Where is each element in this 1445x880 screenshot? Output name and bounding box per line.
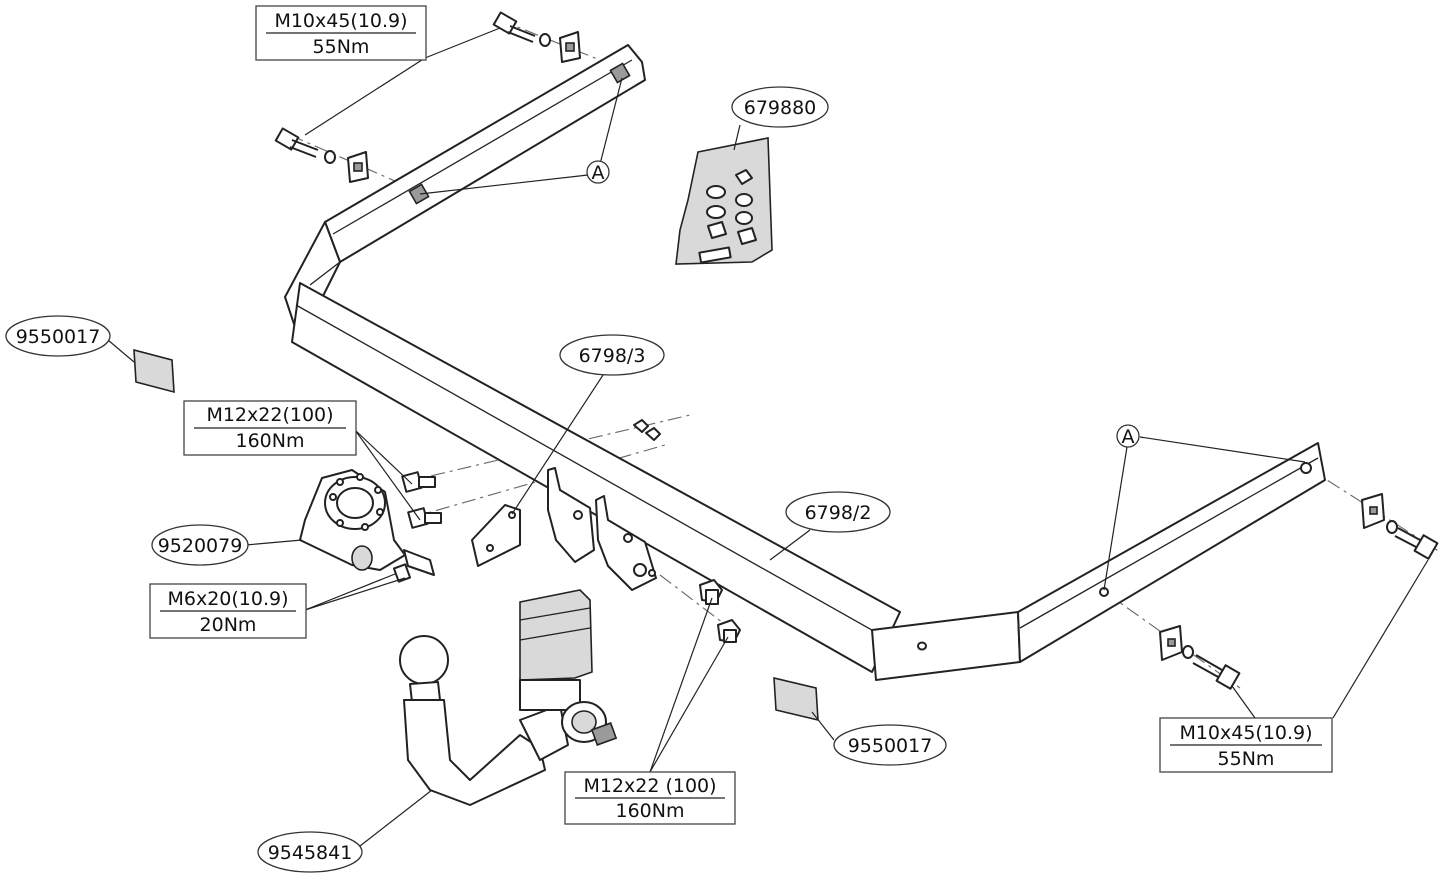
callout-9550017-left-text: 9550017 (16, 326, 101, 348)
label-bolt-top-torque: 55Nm (313, 36, 370, 58)
callout-6798-2: 6798/2 (785, 491, 891, 533)
callout-9550017-right-text: 9550017 (848, 735, 933, 757)
bolt-set-top (492, 11, 581, 63)
m12-bolts-bottom (699, 579, 741, 643)
callout-9550017-right: 9550017 (833, 724, 947, 766)
label-bolt-right: M10x45(10.9) 55Nm (1159, 717, 1333, 773)
callout-6798-3: 6798/3 (559, 334, 665, 376)
callout-679880-text: 679880 (744, 97, 817, 119)
m12-bolts-left (401, 471, 442, 529)
assembly-axes (289, 19, 1441, 689)
label-m6: M6x20(10.9) 20Nm (149, 583, 307, 639)
leader-lines (107, 27, 1429, 847)
callout-9545841: 9545841 (257, 831, 363, 873)
cap-9550017-right (773, 676, 819, 722)
marker-a-right-text: A (1122, 426, 1135, 448)
label-m6-spec: M6x20(10.9) (167, 588, 288, 610)
label-m12-left: M12x22(100) 160Nm (183, 400, 357, 456)
label-m12-bottom-spec: M12x22 (100) (583, 775, 716, 797)
callout-9545841-text: 9545841 (268, 842, 353, 864)
label-m6-torque: 20Nm (200, 614, 257, 636)
marker-a-top-text: A (592, 162, 605, 184)
bolt-set-right-upper (1361, 493, 1439, 560)
callout-9520079-text: 9520079 (158, 535, 243, 557)
bolt-set-right-lower (1159, 625, 1241, 690)
towbar-frame-6798-2 (284, 44, 1326, 681)
socket-bracket-9520079 (299, 469, 435, 583)
callout-9520079: 9520079 (151, 524, 249, 566)
callout-6798-2-text: 6798/2 (805, 502, 872, 524)
callout-9550017-left: 9550017 (5, 315, 111, 357)
callout-679880: 679880 (731, 86, 829, 128)
label-m12-bottom: M12x22 (100) 160Nm (564, 771, 736, 825)
tow-ball-9545841 (399, 589, 618, 806)
marker-a-right: A (1116, 424, 1140, 448)
label-m12-left-spec: M12x22(100) (206, 404, 333, 426)
bolt-set-left (274, 127, 369, 183)
center-brackets-6798-3 (471, 419, 661, 591)
fixing-kit-bag-679880 (675, 137, 773, 265)
label-bolt-right-torque: 55Nm (1218, 748, 1275, 770)
cap-9550017-left (133, 348, 175, 394)
label-bolt-right-spec: M10x45(10.9) (1179, 722, 1312, 744)
label-m12-bottom-torque: 160Nm (616, 800, 685, 822)
marker-a-top: A (586, 160, 610, 184)
label-bolt-top-spec: M10x45(10.9) (274, 10, 407, 32)
callout-6798-3-text: 6798/3 (579, 345, 646, 367)
label-bolt-top: M10x45(10.9) 55Nm (255, 5, 427, 61)
label-m12-left-torque: 160Nm (236, 430, 305, 452)
